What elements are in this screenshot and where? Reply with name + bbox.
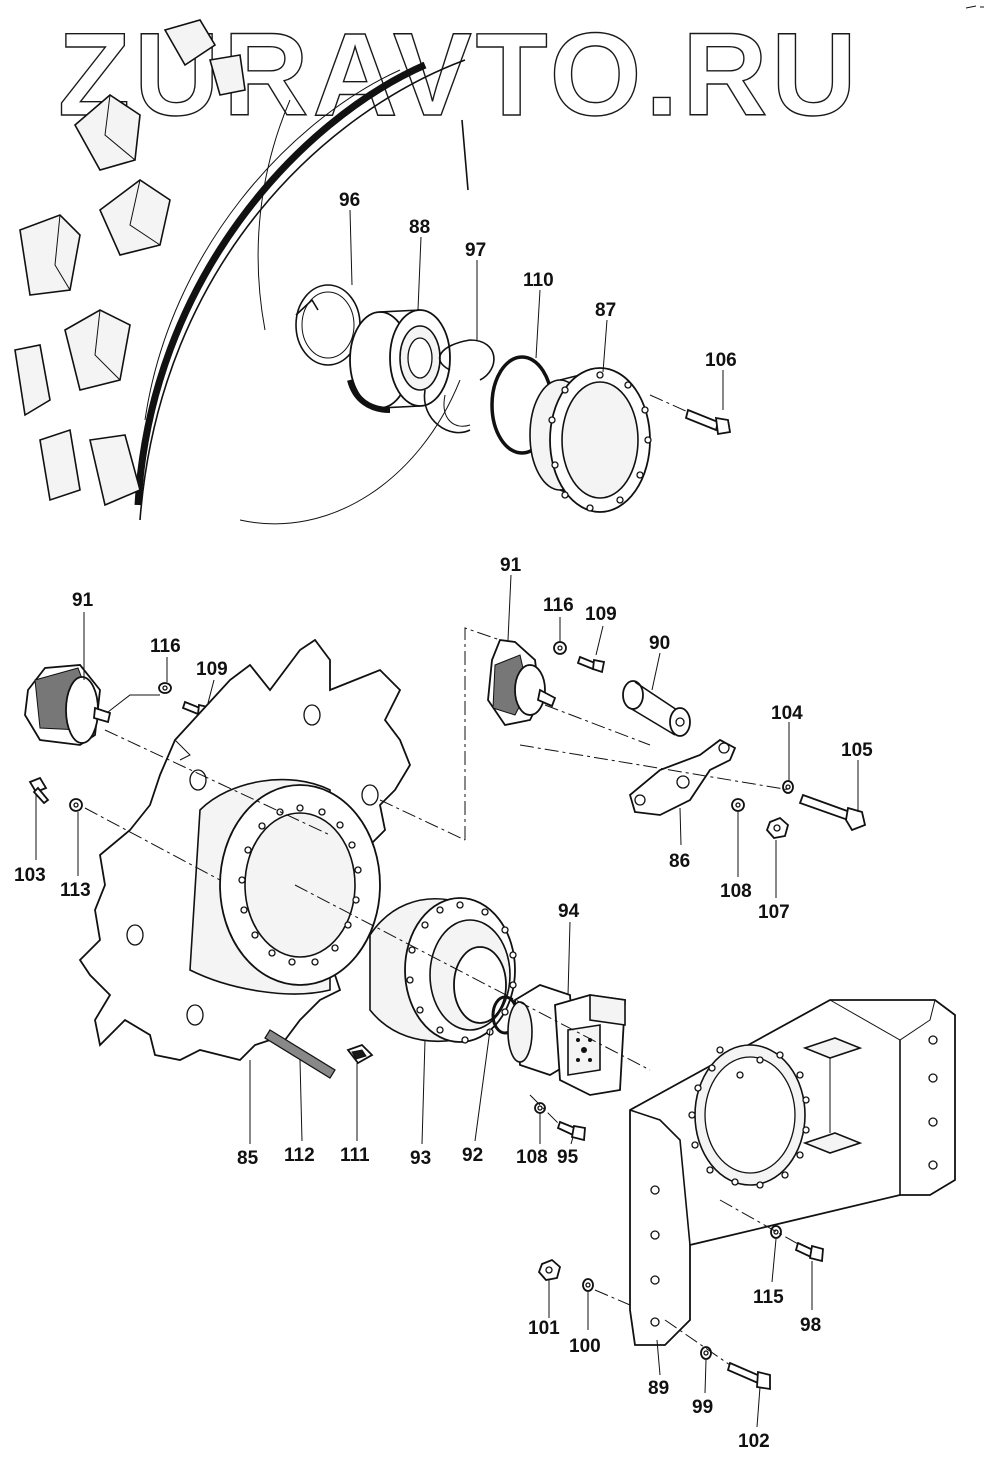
drum-assembly	[14, 19, 469, 525]
callout-99: 99	[692, 1397, 713, 1418]
callout-113: 113	[60, 880, 91, 901]
callout-111: 111	[340, 1145, 370, 1166]
callout-95: 95	[557, 1147, 579, 1168]
callout-98: 98	[800, 1315, 821, 1336]
callout-93: 93	[410, 1148, 431, 1169]
callout-88: 88	[409, 217, 430, 238]
bracket-86	[628, 738, 737, 816]
split-ring-97	[423, 339, 495, 434]
washer-116-left	[158, 682, 172, 694]
callout-102: 102	[738, 1431, 770, 1452]
callout-91-right: 91	[500, 555, 522, 576]
bolt-105	[798, 793, 867, 832]
assembly-axes	[84, 627, 801, 1366]
nut-101	[537, 1258, 562, 1281]
leader-lines	[35, 209, 859, 1428]
callout-100: 100	[569, 1336, 601, 1357]
callout-105: 105	[841, 740, 873, 761]
bolt-103	[28, 776, 50, 805]
bolt-98	[794, 1241, 824, 1263]
pin-112	[264, 1029, 336, 1079]
callout-85: 85	[237, 1148, 259, 1169]
bolt-102	[726, 1361, 771, 1391]
clip-111	[346, 1043, 374, 1065]
bolt-95	[556, 1120, 586, 1142]
callout-106: 106	[705, 350, 737, 371]
flange-cover-87	[529, 367, 652, 513]
washer-108-upper	[731, 798, 745, 812]
callout-116-right: 116	[543, 595, 574, 616]
washer-116-right	[553, 641, 567, 655]
callout-94: 94	[558, 901, 580, 922]
callout-90: 90	[649, 633, 670, 654]
callout-109-right: 109	[585, 604, 617, 625]
callout-107: 107	[758, 902, 790, 923]
callout-89: 89	[648, 1378, 669, 1399]
spacer-90	[622, 680, 691, 737]
mounting-bracket-89	[629, 999, 956, 1346]
washer-115	[770, 1225, 782, 1239]
callout-108-upper: 108	[720, 881, 752, 902]
callout-116-left: 116	[150, 636, 181, 657]
callout-103: 103	[14, 865, 46, 886]
hydraulic-motor-94	[507, 984, 626, 1096]
callout-87: 87	[595, 300, 616, 321]
callout-labels: 96 88 97 110 87 106 91 116 109 103 113 9…	[14, 190, 873, 1452]
callout-86: 86	[669, 851, 690, 872]
bolt-106	[684, 408, 732, 436]
callout-97: 97	[465, 240, 486, 261]
callout-109-left: 109	[196, 659, 228, 680]
wheel-hub	[189, 778, 381, 995]
bolt-109-right	[576, 655, 606, 674]
axis-106	[649, 394, 689, 413]
rubber-mount-91-right	[487, 639, 557, 726]
callout-112: 112	[284, 1145, 315, 1166]
washer-113	[69, 798, 83, 812]
bearing-88	[347, 309, 451, 413]
nut-107	[765, 816, 790, 839]
callout-92: 92	[462, 1145, 483, 1166]
washer-100	[582, 1278, 594, 1292]
gear-motor-93	[369, 897, 517, 1044]
washer-104	[782, 780, 794, 794]
rubber-mount-91-left	[24, 664, 112, 746]
callout-108-lower: 108	[516, 1147, 548, 1168]
callout-96: 96	[339, 190, 360, 211]
callout-110: 110	[523, 270, 554, 291]
callout-101: 101	[528, 1318, 560, 1339]
corner-mark	[965, 5, 984, 9]
callout-115: 115	[753, 1287, 784, 1308]
callout-91-left: 91	[72, 590, 94, 611]
callout-104: 104	[771, 703, 803, 724]
